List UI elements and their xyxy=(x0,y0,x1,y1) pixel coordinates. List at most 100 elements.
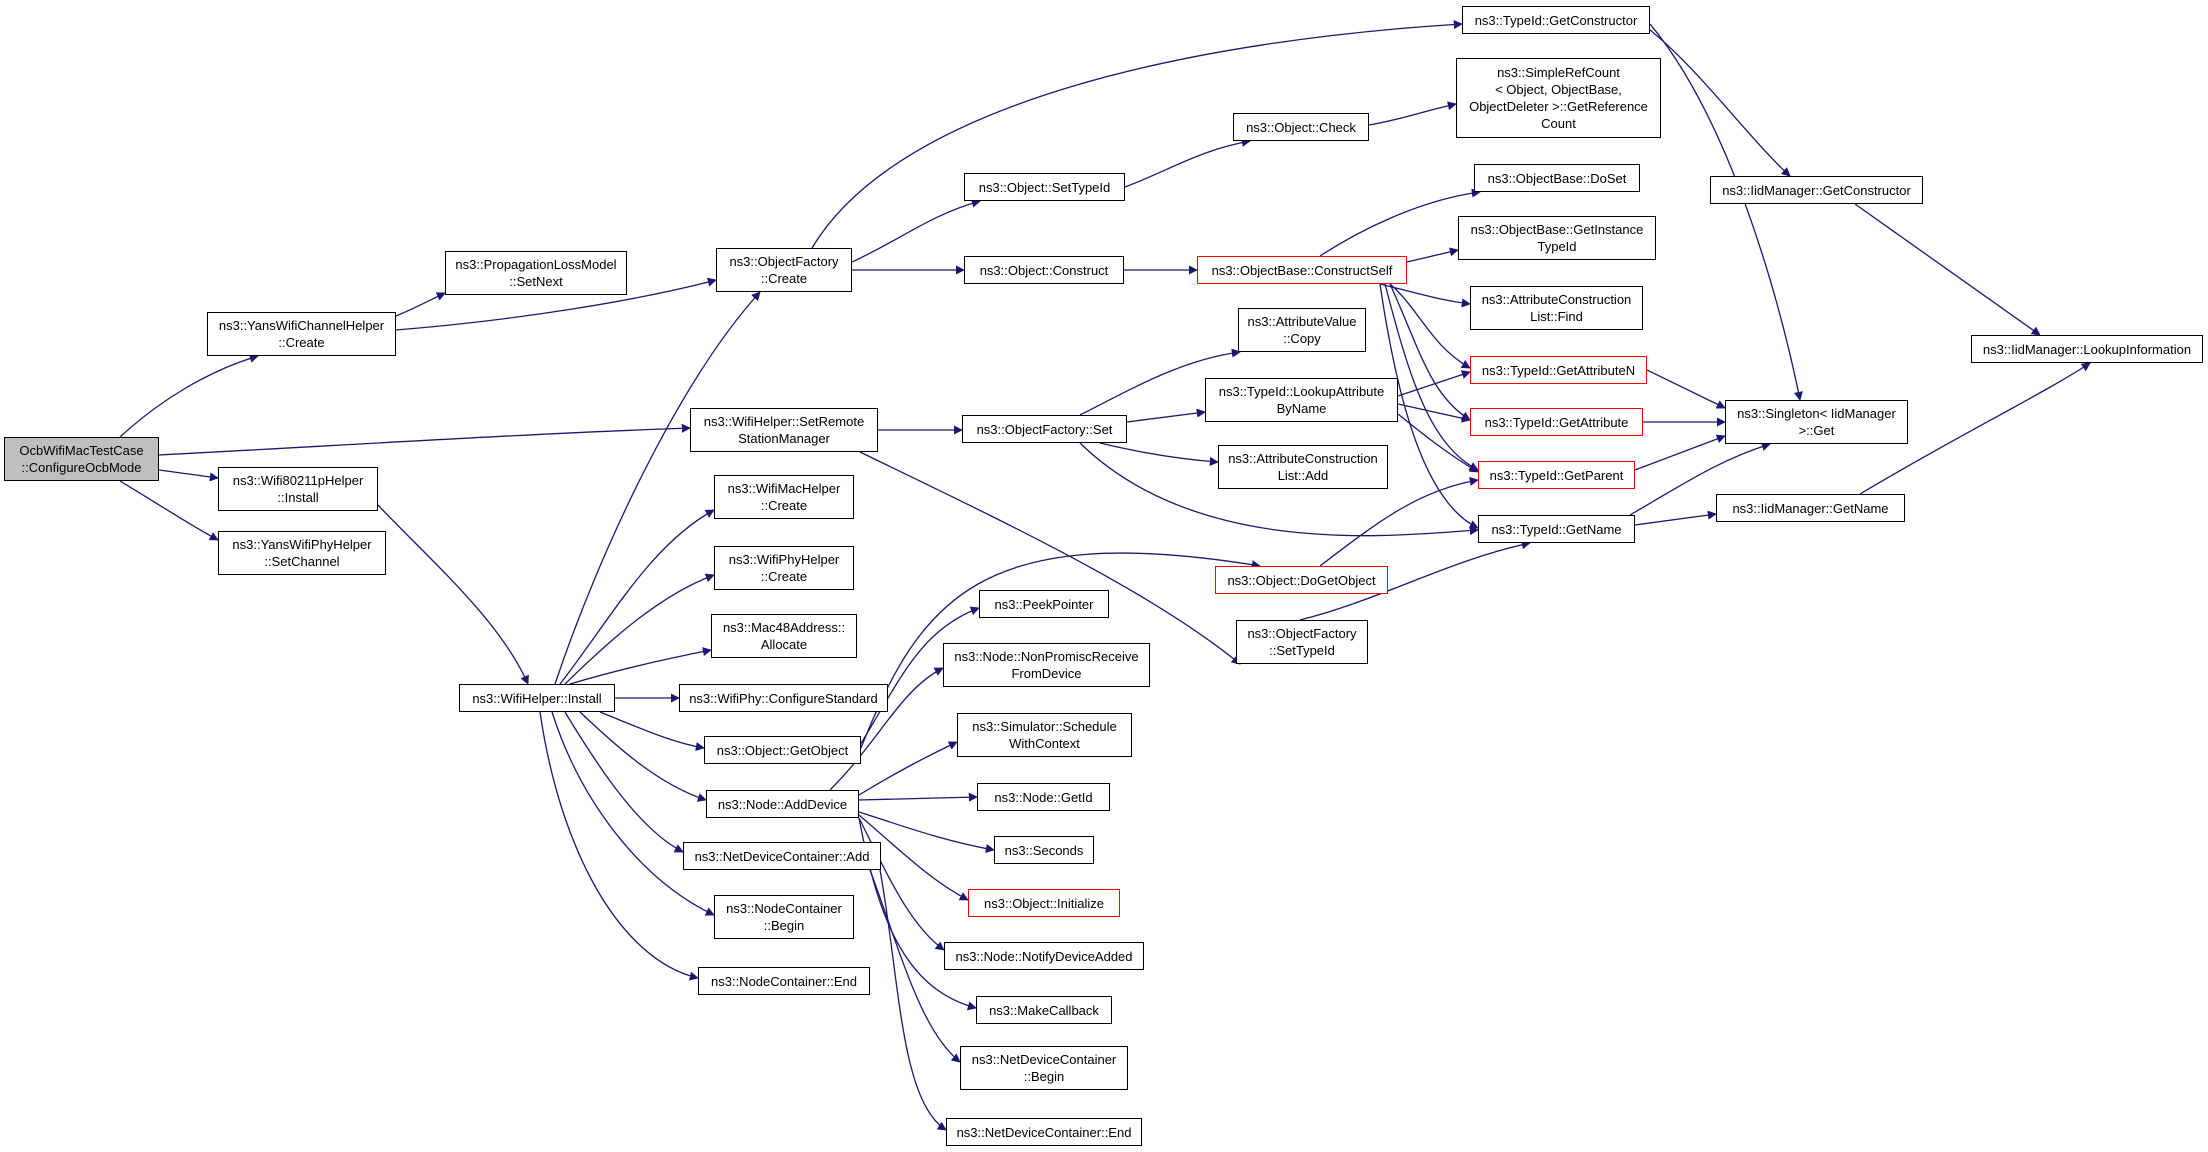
node-peekpointer[interactable]: ns3::PeekPointer xyxy=(979,590,1109,618)
node-attrconstruction-find[interactable]: ns3::AttributeConstruction List::Find xyxy=(1470,286,1643,330)
edge-objfactory-set-attr-copy xyxy=(1079,348,1241,416)
node-attrconstruction-add[interactable]: ns3::AttributeConstruction List::Add xyxy=(1218,445,1388,489)
node-objectfactory-create[interactable]: ns3::ObjectFactory ::Create xyxy=(716,248,852,292)
node-objectfactory-set[interactable]: ns3::ObjectFactory::Set xyxy=(962,415,1127,443)
edge-adddevice-notify xyxy=(858,817,945,951)
edge-getname-singleton xyxy=(1629,442,1771,516)
node-iidmanager-getconstructor[interactable]: ns3::IidManager::GetConstructor xyxy=(1710,176,1923,204)
node-simplerefcount-getreferencecount[interactable]: ns3::SimpleRefCount < Object, ObjectBase… xyxy=(1456,58,1661,138)
node-wifi80211p-install[interactable]: ns3::Wifi80211pHelper ::Install xyxy=(218,467,378,511)
node-object-getobject[interactable]: ns3::Object::GetObject xyxy=(704,736,861,764)
node-makecallback[interactable]: ns3::MakeCallback xyxy=(976,996,1112,1024)
node-wifimac-create[interactable]: ns3::WifiMacHelper ::Create xyxy=(714,475,854,519)
node-wifihelper-install[interactable]: ns3::WifiHelper::Install xyxy=(459,684,615,712)
edge-iid-getname-lookupinfo xyxy=(1859,362,2091,495)
node-object-dogetobject[interactable]: ns3::Object::DoGetObject xyxy=(1215,566,1388,594)
node-objectbase-doset[interactable]: ns3::ObjectBase::DoSet xyxy=(1474,164,1640,192)
edge-install-mac48-allocate xyxy=(569,647,712,685)
edge-constructself-getattributen xyxy=(1389,283,1471,369)
edge-install-nc-begin xyxy=(551,711,715,916)
edge-objfactory-set-lookup xyxy=(1126,408,1206,423)
edge-install-nc-end xyxy=(539,711,699,981)
node-root[interactable]: OcbWifiMacTestCase ::ConfigureOcbMode xyxy=(4,437,159,481)
edge-set-remote-objfactory-settypeid xyxy=(859,451,1241,665)
edge-check-simplerefcount xyxy=(1368,101,1457,126)
edge-getobject-peekpointer xyxy=(859,606,980,746)
node-set-remote-station-manager[interactable]: ns3::WifiHelper::SetRemote StationManage… xyxy=(690,408,878,452)
node-netdevicecontainer-end[interactable]: ns3::NetDeviceContainer::End xyxy=(946,1118,1142,1146)
node-typeid-getname[interactable]: ns3::TypeId::GetName xyxy=(1478,515,1635,543)
node-singleton-get[interactable]: ns3::Singleton< IidManager >::Get xyxy=(1725,400,1908,444)
edge-install-wifiphy-create xyxy=(564,573,715,685)
node-object-construct[interactable]: ns3::Object::Construct xyxy=(964,256,1124,284)
node-node-getid[interactable]: ns3::Node::GetId xyxy=(977,783,1110,811)
node-attributevalue-copy[interactable]: ns3::AttributeValue ::Copy xyxy=(1238,308,1366,352)
edge-dogetobject-getparent xyxy=(1319,476,1479,567)
edge-yans-channel-propagation xyxy=(395,292,446,317)
node-objectbase-getinstancetypeid[interactable]: ns3::ObjectBase::GetInstance TypeId xyxy=(1458,216,1656,260)
node-netdevicecontainer-add[interactable]: ns3::NetDeviceContainer::Add xyxy=(683,842,881,870)
node-nodecontainer-end[interactable]: ns3::NodeContainer::End xyxy=(698,967,870,995)
node-schedule-withcontext[interactable]: ns3::Simulator::Schedule WithContext xyxy=(957,713,1132,757)
edge-getparent-singleton xyxy=(1634,434,1726,471)
node-objectfactory-settypeid[interactable]: ns3::ObjectFactory ::SetTypeId xyxy=(1236,620,1368,664)
node-typeid-getattribute[interactable]: ns3::TypeId::GetAttribute xyxy=(1470,408,1643,436)
node-yans-channel-create[interactable]: ns3::YansWifiChannelHelper ::Create xyxy=(207,312,396,356)
node-node-adddevice[interactable]: ns3::Node::AddDevice xyxy=(706,790,859,818)
node-notify-device-added[interactable]: ns3::Node::NotifyDeviceAdded xyxy=(944,942,1144,970)
edge-lookup-getattributen xyxy=(1397,370,1471,397)
node-lookup-attribute-byname[interactable]: ns3::TypeId::LookupAttribute ByName xyxy=(1205,378,1398,422)
edge-objfactory-settypeid-getname xyxy=(1299,540,1531,621)
edge-objfactory-set-attrlist-add xyxy=(1099,442,1219,466)
node-typeid-getconstructor[interactable]: ns3::TypeId::GetConstructor xyxy=(1462,6,1650,34)
node-netdevicecontainer-begin[interactable]: ns3::NetDeviceContainer ::Begin xyxy=(960,1046,1128,1090)
edge-constructself-getinstance xyxy=(1406,247,1459,263)
node-nodecontainer-begin[interactable]: ns3::NodeContainer ::Begin xyxy=(714,895,854,939)
node-object-settypeid[interactable]: ns3::Object::SetTypeId xyxy=(964,173,1125,201)
edge-root-wifi80211p-install xyxy=(158,469,219,482)
node-typeid-getparent[interactable]: ns3::TypeId::GetParent xyxy=(1478,461,1635,489)
edge-adddevice-schedule xyxy=(858,741,958,796)
edge-getconstructor-iid-getconstructor xyxy=(1649,29,1791,177)
node-yans-phy-setchannel[interactable]: ns3::YansWifiPhyHelper ::SetChannel xyxy=(218,531,386,575)
edge-ndc-add-ndc-end xyxy=(879,869,947,1131)
edge-getconstructor-singleton xyxy=(1649,23,1803,401)
node-iidmanager-getname[interactable]: ns3::IidManager::GetName xyxy=(1716,494,1905,522)
edge-adddevice-seconds xyxy=(858,811,995,853)
node-seconds[interactable]: ns3::Seconds xyxy=(994,836,1094,864)
edge-getname-iid-getname xyxy=(1634,510,1717,526)
edge-objfactory-set-getname xyxy=(1079,442,1479,537)
node-object-check[interactable]: ns3::Object::Check xyxy=(1233,113,1369,141)
edge-lookup-getattribute xyxy=(1397,403,1471,423)
node-mac48-allocate[interactable]: ns3::Mac48Address:: Allocate xyxy=(711,614,857,658)
edge-objfactory-create-settypeid xyxy=(851,198,981,263)
edge-install-wifimac-create xyxy=(559,509,715,685)
node-propagation-setnext[interactable]: ns3::PropagationLossModel ::SetNext xyxy=(445,251,627,295)
edge-install-objfactory-create xyxy=(554,291,761,685)
edge-constructself-getattribute xyxy=(1389,283,1471,421)
edge-root-yans-channel-create xyxy=(119,353,259,438)
edge-adddevice-initialize xyxy=(858,814,969,901)
node-configure-standard[interactable]: ns3::WifiPhy::ConfigureStandard xyxy=(679,684,888,712)
edge-getattributen-singleton xyxy=(1646,369,1726,409)
edge-adddevice-nonpromisc xyxy=(829,667,944,791)
node-objectbase-constructself[interactable]: ns3::ObjectBase::ConstructSelf xyxy=(1197,256,1407,284)
node-iidmanager-lookupinformation[interactable]: ns3::IidManager::LookupInformation xyxy=(1971,335,2203,363)
edge-install-getobject xyxy=(599,711,705,752)
node-nonpromisc-receive[interactable]: ns3::Node::NonPromiscReceive FromDevice xyxy=(943,643,1150,687)
node-wifiphy-create[interactable]: ns3::WifiPhyHelper ::Create xyxy=(714,546,854,590)
edge-yans-channel-objfactory-create xyxy=(395,277,717,331)
edge-ndc-add-ndc-begin xyxy=(869,869,961,1063)
edge-lookup-getparent xyxy=(1397,413,1479,473)
edge-objfactory-create-getconstructor xyxy=(811,19,1463,249)
edge-constructself-doset xyxy=(1319,188,1481,257)
edge-wifi80211p-wifihelper-install xyxy=(377,504,529,685)
edge-install-ndc-add xyxy=(564,711,684,853)
edge-settypeid-check xyxy=(1124,137,1251,188)
node-typeid-getattributen[interactable]: ns3::TypeId::GetAttributeN xyxy=(1470,356,1647,384)
edge-iid-getconstructor-lookupinfo xyxy=(1854,203,2041,336)
node-object-initialize[interactable]: ns3::Object::Initialize xyxy=(968,889,1120,917)
edge-constructself-getname xyxy=(1379,283,1479,529)
